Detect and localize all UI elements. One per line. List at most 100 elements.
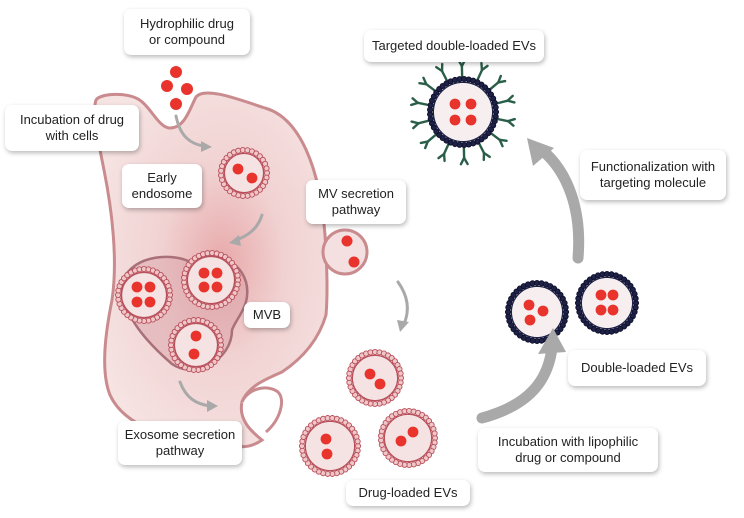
ligand-stem <box>440 69 449 83</box>
arrow-exosome <box>178 380 212 408</box>
drug-dot <box>374 378 386 390</box>
ligand-stem <box>426 132 439 143</box>
lumen <box>122 273 166 317</box>
lumen <box>306 422 354 470</box>
drug-dot <box>320 433 332 445</box>
drug-loaded-ev <box>378 407 439 469</box>
ligand-arm <box>437 152 446 160</box>
drug-dot <box>131 281 143 293</box>
inner-membrane <box>120 271 168 319</box>
lumen <box>353 356 397 400</box>
ligand-stem <box>488 131 501 141</box>
membrane-bead <box>431 430 438 437</box>
ligand-arm <box>498 138 504 148</box>
double-loaded-ev <box>574 270 640 336</box>
ligand-arm <box>419 140 429 145</box>
ligand-stem <box>417 119 432 125</box>
lumen <box>434 83 492 141</box>
drug-dot <box>449 114 461 126</box>
inner-membrane <box>580 276 634 330</box>
ligand-arm <box>410 120 420 125</box>
free-drug-dot <box>181 83 193 95</box>
lumen <box>512 287 562 337</box>
arrow-incubation <box>174 114 206 148</box>
drug-loaded-ev <box>345 348 405 408</box>
label-functionalization: Functionalization with targeting molecul… <box>580 150 726 200</box>
inner-membrane <box>351 354 399 402</box>
label-mvb: MVB <box>244 302 290 328</box>
arrow-mv <box>396 280 409 326</box>
membrane-bead <box>263 165 270 172</box>
drug-dot <box>144 296 156 308</box>
membrane-bead <box>492 104 499 111</box>
ligand-arm <box>497 79 507 84</box>
label-early-endosome: Early endosome <box>122 164 202 208</box>
free-drug-dot <box>170 98 182 110</box>
drug-dot <box>364 368 376 380</box>
label-mv-secretion: MV secretion pathway <box>306 180 406 224</box>
lumen <box>188 257 234 303</box>
inner-membrane <box>510 285 564 339</box>
mvb-vesicle <box>167 317 225 373</box>
arrowhead-endosome-mvb <box>229 235 241 246</box>
label-hydrophilic: Hydrophilic drug or compound <box>124 9 250 55</box>
early-endosome-vesicle <box>218 146 271 200</box>
inner-membrane <box>304 420 356 472</box>
drug-dot <box>395 435 407 447</box>
membrane-bead <box>354 438 361 445</box>
drug-dot <box>246 172 258 184</box>
inner-membrane <box>186 255 236 305</box>
ligand-arm <box>506 99 516 104</box>
ligand-stem <box>425 83 438 93</box>
membrane-bead <box>562 304 569 311</box>
ligand-stem <box>495 117 510 123</box>
ligand-stem <box>477 141 486 155</box>
lumen <box>225 154 263 192</box>
drug-dot <box>232 163 244 175</box>
drug-dot <box>537 305 549 317</box>
membrane-bead <box>234 272 241 279</box>
targeted-double-loaded-ev <box>427 75 500 149</box>
drug-dot <box>407 426 419 438</box>
drug-dot <box>198 281 210 293</box>
ligand-stem <box>442 141 451 156</box>
inner-membrane <box>173 322 219 368</box>
mvb-vesicle <box>114 265 174 325</box>
membrane-bead <box>217 337 224 344</box>
label-targeted: Targeted double-loaded EVs <box>364 30 544 62</box>
drug-dot <box>198 267 210 279</box>
drug-dot <box>607 289 619 301</box>
free-drug-dot <box>161 80 173 92</box>
membrane-bead <box>397 370 404 377</box>
drug-dot <box>465 114 477 126</box>
inner-membrane <box>383 413 433 463</box>
inner-membrane <box>223 152 265 194</box>
ligand-arm <box>422 76 428 86</box>
drug-dot <box>211 267 223 279</box>
label-double-loaded: Double-loaded EVs <box>568 350 706 386</box>
drug-dot <box>465 98 477 110</box>
arrow-lipophilic <box>476 342 558 424</box>
arrowhead-lipophilic <box>538 328 566 354</box>
lumen <box>582 278 632 328</box>
drug-dot <box>144 281 156 293</box>
mv-bud-dot <box>341 235 353 247</box>
drug-dot <box>595 289 607 301</box>
ligand-arm <box>459 156 466 166</box>
arrowhead-functionalization <box>527 138 554 166</box>
drug-dot <box>190 330 202 342</box>
drug-dot <box>607 304 619 316</box>
ligand-stem <box>475 68 484 83</box>
drug-dot <box>131 296 143 308</box>
drug-dot <box>523 299 535 311</box>
drug-loaded-ev <box>298 415 362 477</box>
drug-dot <box>321 448 333 460</box>
double-loaded-ev <box>504 279 570 345</box>
arrowhead-exosome <box>207 400 218 412</box>
drug-dot <box>524 314 536 326</box>
drug-dot <box>188 348 200 360</box>
arrow-functionalization <box>536 144 585 264</box>
inner-membrane <box>432 81 494 143</box>
ligand-stem <box>494 99 509 105</box>
label-drug-loaded: Drug-loaded EVs <box>346 480 470 506</box>
